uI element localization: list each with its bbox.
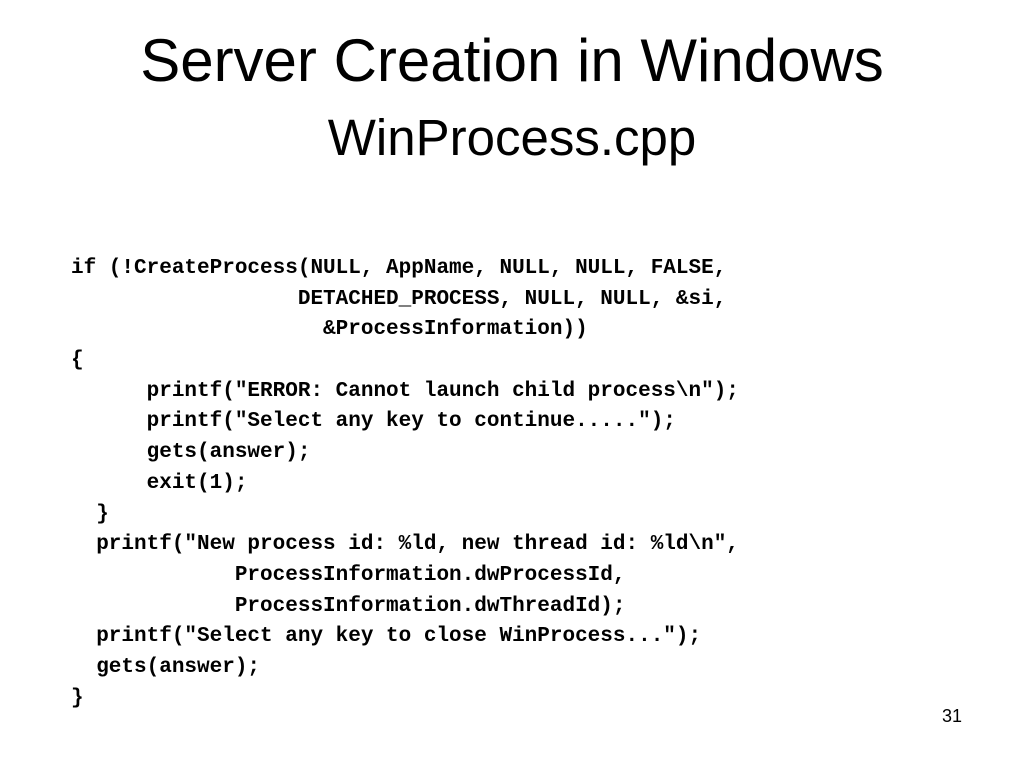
code-line: printf("Select any key to close WinProce… bbox=[71, 625, 702, 649]
code-line: printf("ERROR: Cannot launch child proce… bbox=[71, 379, 739, 403]
code-line: printf("Select any key to continue....."… bbox=[71, 410, 676, 434]
code-block: if (!CreateProcess(NULL, AppName, NULL, … bbox=[71, 254, 739, 714]
slide-subtitle: WinProcess.cpp bbox=[327, 109, 697, 166]
code-line: gets(answer); bbox=[71, 441, 311, 465]
page-number: 31 bbox=[941, 706, 962, 726]
code-line: { bbox=[71, 349, 84, 373]
code-line: ProcessInformation.dwThreadId); bbox=[71, 594, 626, 618]
code-line: printf("New process id: %ld, new thread … bbox=[71, 533, 739, 557]
slide-title: Server Creation in Windows bbox=[140, 27, 884, 94]
code-line: gets(answer); bbox=[71, 655, 261, 679]
code-line: } bbox=[71, 686, 84, 710]
code-line: &ProcessInformation)) bbox=[71, 318, 588, 342]
code-line: } bbox=[71, 502, 109, 526]
code-line: exit(1); bbox=[71, 471, 248, 495]
code-line: DETACHED_PROCESS, NULL, NULL, &si, bbox=[71, 287, 727, 311]
code-line: if (!CreateProcess(NULL, AppName, NULL, … bbox=[71, 257, 727, 280]
code-line: ProcessInformation.dwProcessId, bbox=[71, 563, 626, 587]
